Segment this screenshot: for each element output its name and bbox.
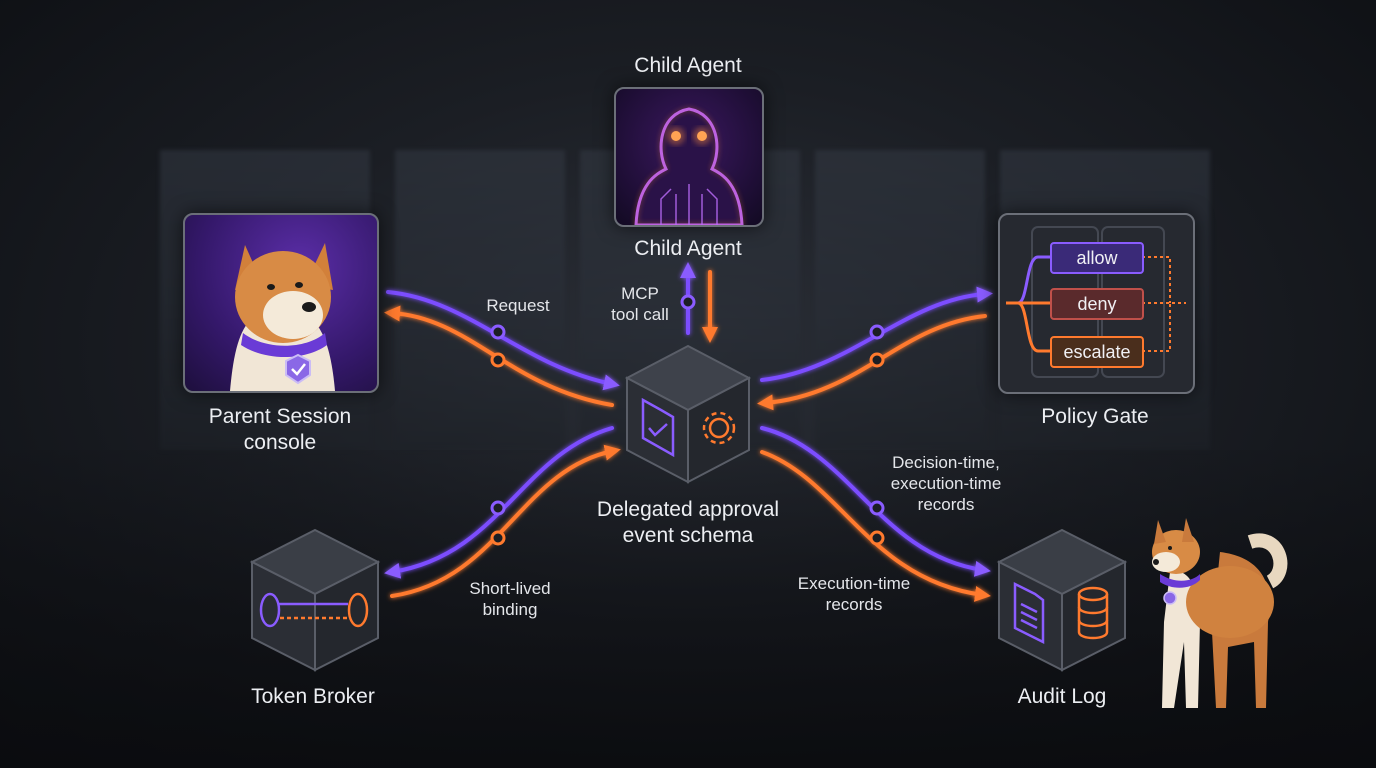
edge-label-decision-line3: records — [917, 495, 975, 514]
edge-label-short-lived-line1: Short-lived — [469, 579, 551, 598]
edge-label-short-lived-line2: binding — [482, 600, 538, 619]
arrow-token-to-schema — [390, 444, 621, 598]
child-agent-node — [614, 87, 764, 227]
edge-label-execution-line2: records — [825, 595, 883, 614]
schema-label-line1: Delegated approval — [596, 498, 780, 521]
edge-label-decision-line2: execution-time — [890, 474, 1002, 493]
edge-label-short-lived: Short-lived binding — [440, 578, 580, 620]
arrow-schema-to-audit-decision — [760, 426, 991, 577]
edge-label-decision-records: Decision-time, execution-time records — [866, 452, 1026, 515]
policy-gate-node: allow deny escalate — [998, 213, 1195, 394]
parent-session-label: Parent Session console — [180, 404, 380, 456]
connector-dot — [490, 530, 506, 546]
policy-gate-label: Policy Gate — [1041, 405, 1149, 428]
policy-option-allow: allow — [1050, 242, 1144, 274]
audit-log-label: Audit Log — [1017, 685, 1107, 708]
arrow-schema-to-audit-execution — [760, 450, 991, 602]
edge-label-execution-records: Execution-time records — [774, 573, 934, 615]
parent-session-label-line2: console — [243, 431, 317, 454]
connector-dot — [490, 352, 506, 368]
edge-label-mcp-line1: MCP — [621, 284, 659, 303]
connector-dot — [869, 500, 885, 516]
edge-label-execution-line1: Execution-time — [797, 574, 911, 593]
schema-label: Delegated approval event schema — [560, 497, 816, 549]
arrow-schema-to-token — [384, 426, 614, 579]
edge-label-mcp: MCP tool call — [590, 283, 690, 325]
token-exchange-icon — [259, 592, 369, 628]
parent-session-node — [183, 213, 379, 393]
database-icon — [1077, 586, 1109, 640]
connector-dot — [869, 352, 885, 368]
connector-dot — [680, 294, 696, 310]
parent-session-label-line1: Parent Session — [208, 405, 352, 428]
policy-option-deny: deny — [1050, 288, 1144, 320]
child-agent-label: Child Agent — [634, 237, 742, 260]
gear-icon — [702, 411, 736, 445]
log-document-icon — [1013, 581, 1045, 645]
schema-label-line2: event schema — [622, 524, 754, 547]
edge-label-decision-line1: Decision-time, — [892, 453, 1000, 472]
standing-shiba-dog-icon — [1152, 518, 1288, 708]
shiba-dog-portrait-icon — [230, 243, 335, 391]
token-broker-label: Token Broker — [251, 685, 375, 708]
token-broker-node — [249, 528, 381, 672]
edge-label-mcp-line2: tool call — [611, 305, 669, 324]
child-agent-title: Child Agent — [634, 54, 742, 77]
schema-cube-node — [624, 344, 752, 484]
document-check-icon — [641, 397, 675, 458]
policy-option-escalate: escalate — [1050, 336, 1144, 368]
edge-label-request: Request — [486, 296, 550, 315]
connector-dot — [490, 324, 506, 340]
connector-dot — [869, 530, 885, 546]
robot-agent-icon — [634, 107, 744, 225]
audit-log-node — [996, 528, 1128, 672]
connector-dot — [490, 500, 506, 516]
connector-dot — [869, 324, 885, 340]
background-floor — [0, 450, 1376, 768]
